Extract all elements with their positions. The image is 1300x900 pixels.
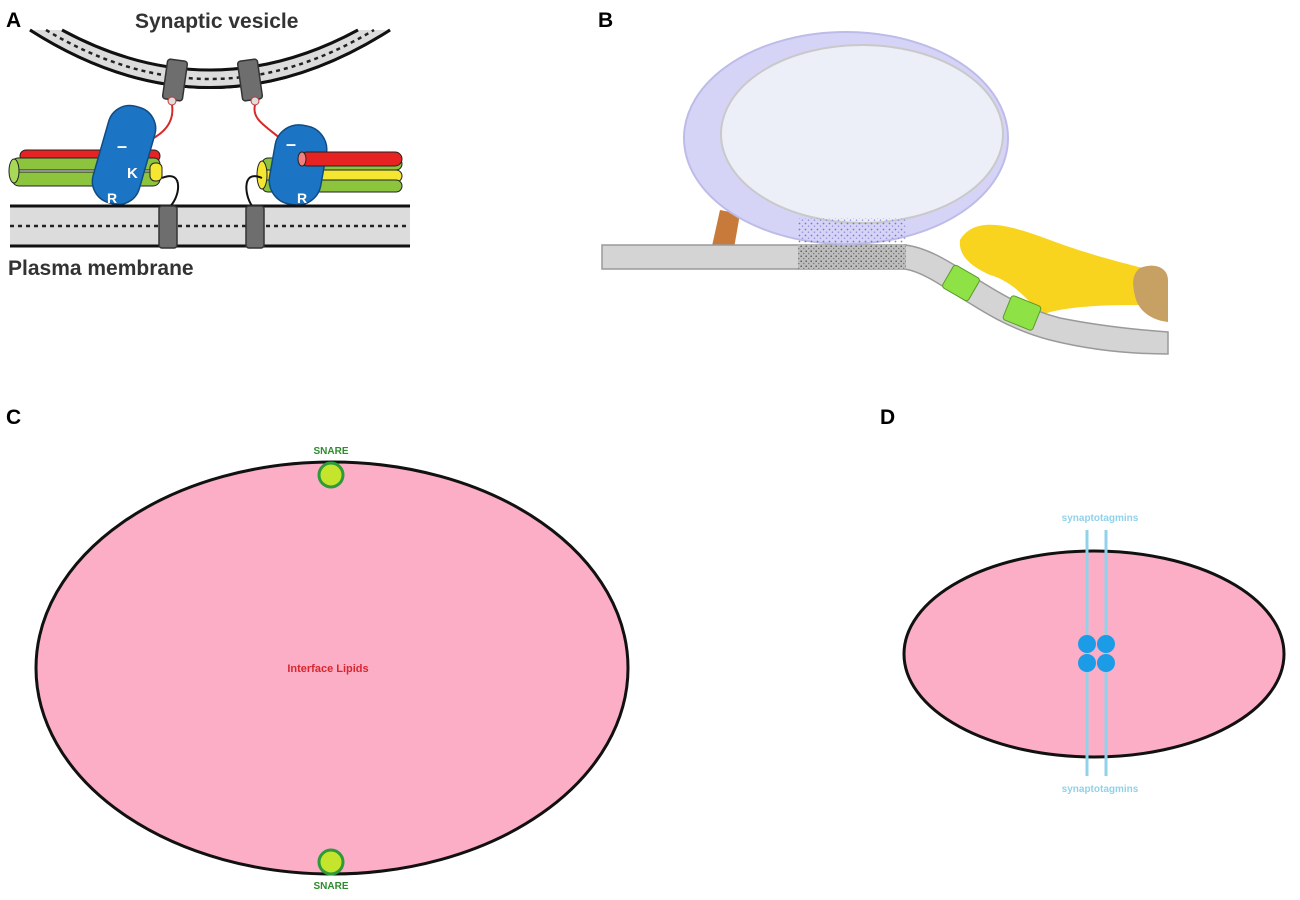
plasma-linker-left	[161, 175, 180, 209]
yellow-protein	[959, 224, 1150, 315]
charge-mark-right: –	[286, 134, 296, 154]
domain-letter-k: K	[127, 165, 138, 182]
interface-lipids-label: Interface Lipids	[287, 663, 368, 675]
panel-a: A Synaptic vesicle K	[6, 9, 410, 280]
plasma-tm-anchor-left	[158, 205, 178, 249]
snare-bottom-marker	[317, 848, 345, 876]
domain-letter-r-right: R	[297, 190, 307, 206]
snare-bottom-label: SNARE	[313, 881, 348, 892]
syt-c2-domain-left: K R –	[91, 104, 157, 206]
rust-tether	[712, 210, 740, 248]
panel-c: C SNARE SNARE Interface Lipids	[6, 406, 630, 892]
panel-d: D synaptotagmins synaptotagmins	[880, 406, 1286, 795]
green-channel-2	[1002, 295, 1042, 331]
plasma-membrane	[10, 204, 410, 248]
panel-c-letter: C	[6, 406, 21, 429]
bent-membrane	[904, 244, 1169, 355]
green-channel-1	[942, 264, 980, 302]
synaptotagmins-top-label: synaptotagmins	[1062, 513, 1139, 524]
plasma-tm-anchor-right	[245, 205, 265, 249]
synaptic-vesicle-label: Synaptic vesicle	[135, 10, 298, 33]
contact-zone-blue-dots	[798, 218, 906, 243]
snare-top-marker	[317, 461, 345, 489]
synaptotagmin-cluster	[1078, 635, 1115, 672]
synaptotagmins-bottom-label: synaptotagmins	[1062, 784, 1139, 795]
plasma-membrane-label: Plasma membrane	[8, 257, 194, 280]
contact-zone-dotted	[798, 245, 906, 269]
snare-top-label: SNARE	[313, 446, 348, 457]
panel-d-letter: D	[880, 406, 895, 429]
charge-mark-left: –	[117, 136, 127, 156]
red-helix-right	[299, 151, 403, 167]
vesicle-lumen	[720, 44, 1004, 224]
tan-protein	[1133, 265, 1168, 322]
domain-letter-r-left: R	[107, 190, 117, 206]
small-lipid-disk	[902, 549, 1286, 759]
syt-c2-domain-right: R –	[268, 124, 328, 206]
panel-b-letter: B	[598, 9, 613, 32]
panel-a-letter: A	[6, 9, 21, 32]
panel-b: B	[598, 9, 1169, 355]
